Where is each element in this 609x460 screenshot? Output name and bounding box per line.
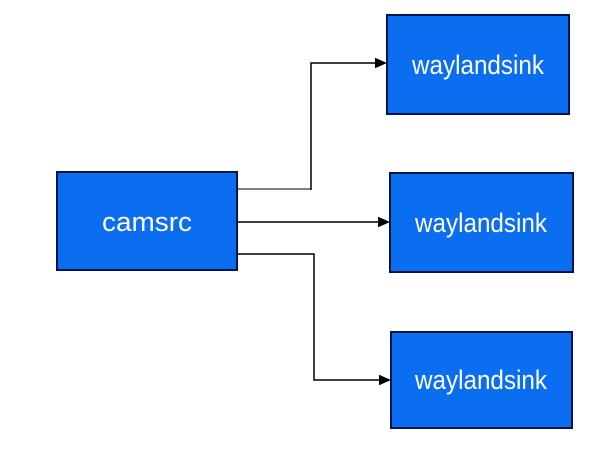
arrowhead-icon (378, 216, 390, 228)
node-waylandsink-middle: waylandsink (389, 172, 574, 273)
edge-camsrc-to-waylandsink-bottom (237, 253, 391, 386)
arrowhead-icon (379, 374, 391, 386)
node-waylandsink-bottom-box (390, 331, 573, 429)
node-waylandsink-middle-label: waylandsink (414, 208, 547, 238)
edge-camsrc-to-waylandsink-middle (237, 216, 390, 228)
node-camsrc-label: camsrc (102, 207, 192, 237)
node-camsrc-box (56, 171, 238, 271)
arrowhead-icon (375, 57, 387, 69)
edge-camsrc-to-waylandsink-top (237, 57, 387, 190)
node-waylandsink-top-box (386, 14, 570, 115)
node-waylandsink-top: waylandsink (386, 14, 570, 115)
edge-segment (310, 62, 376, 190)
node-waylandsink-bottom-label: waylandsink (414, 365, 547, 395)
node-waylandsink-top-label: waylandsink (411, 50, 544, 80)
node-waylandsink-bottom: waylandsink (390, 331, 573, 429)
edge-segment (237, 253, 380, 381)
node-waylandsink-middle-box (389, 172, 574, 273)
node-camsrc: camsrc (56, 171, 238, 271)
